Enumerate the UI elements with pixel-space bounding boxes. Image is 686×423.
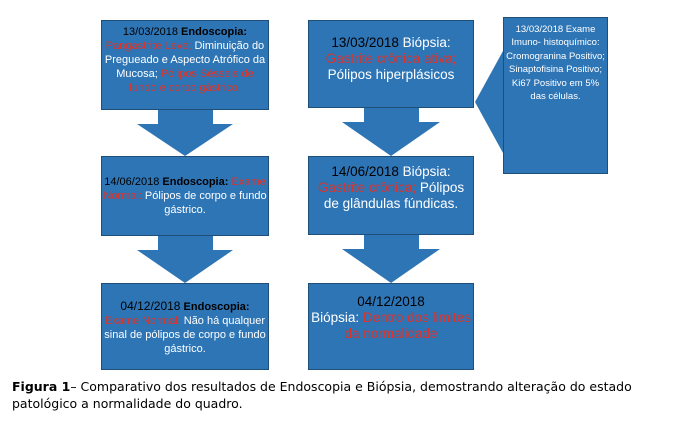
left-arrow-immuno	[475, 51, 503, 153]
immuno-line-5: Positivo;	[568, 50, 605, 62]
endoscopy-3-date: 04/12/2018	[120, 299, 181, 313]
down-arrow-endo-2	[137, 236, 233, 283]
biopsy-3-date: 04/12/2018	[357, 294, 425, 309]
biopsy-2-seg-1: Gastrite crônica;	[317, 180, 417, 195]
down-arrow-biopsy-2	[342, 235, 440, 283]
endoscopy-3-heading: Endoscopia:	[183, 301, 250, 313]
endoscopy-3-seg-1: Exame Normal:	[104, 315, 181, 327]
endoscopy-box-2: 14/06/2018 Endoscopia: Exame Normal: Pól…	[101, 156, 269, 236]
endoscopy-1-seg-3: Pólipos Sésseis de fundo e corpo gástric…	[129, 68, 254, 94]
biopsy-3-seg-1: Dentro dos limites da normalidade	[344, 310, 471, 341]
flow-diagram: 13/03/2018 Endoscopia: Pangastrite Leve;…	[101, 17, 608, 370]
endoscopy-1-seg-2: Diminuição do Pregueado e Aspecto Atrófi…	[104, 40, 266, 80]
biopsy-1-date: 13/03/2018	[331, 35, 399, 50]
immuno-note-box: 13/03/2018 Exame Imuno- histoquímico: Cr…	[503, 17, 608, 174]
caption-text: – Comparativo dos resultados de Endoscop…	[12, 379, 632, 411]
immuno-line-7: Positivo; Ki67	[511, 64, 602, 89]
biopsy-box-2: 14/06/2018 Biópsia: Gastrite crônica; Pó…	[308, 156, 474, 235]
biopsy-2-seg-2: Pólipos de glândulas fúndicas.	[323, 180, 465, 211]
immuno-line-8: Positivo em	[533, 77, 583, 89]
endoscopy-1-heading: Endoscopia:	[181, 26, 248, 38]
endoscopy-box-3: 04/12/2018 Endoscopia: Exame Normal: Não…	[101, 283, 269, 370]
endoscopy-box-1: 13/03/2018 Endoscopia: Pangastrite Leve;…	[101, 20, 269, 110]
figure-caption: Figura 1– Comparativo dos resultados de …	[12, 378, 676, 412]
immuno-line-2: Exame Imuno-	[511, 24, 596, 49]
biopsy-3-heading: Biópsia:	[311, 310, 360, 325]
biopsy-box-3: 04/12/2018 Biópsia: Dentro dos limites d…	[308, 283, 474, 370]
biopsy-1-heading: Biópsia:	[402, 35, 451, 50]
biopsy-1-seg-2: Pólipos hiperplásicos	[327, 67, 455, 82]
endoscopy-2-heading: Endoscopia:	[162, 176, 229, 188]
biopsy-2-heading: Biópsia:	[402, 164, 451, 179]
biopsy-1-seg-1: Gastrite crônica ativa;	[325, 51, 457, 66]
biopsy-box-1: 13/03/2018 Biópsia: Gastrite crônica ati…	[308, 20, 474, 108]
caption-label: Figura 1	[12, 379, 71, 394]
endoscopy-2-seg-1: Exame Normal:	[103, 176, 266, 202]
immuno-line-10: células.	[548, 91, 581, 103]
immuno-line-9: 5% das	[530, 77, 600, 103]
immuno-line-4: Cromogranina	[506, 50, 567, 62]
immuno-line-1: 13/03/2018	[515, 24, 564, 35]
immuno-line-3: histoquímico:	[543, 37, 600, 49]
biopsy-2-date: 14/06/2018	[331, 164, 399, 179]
arrows-layer	[137, 51, 503, 283]
down-arrow-endo-1	[137, 110, 233, 156]
immuno-line-6: Sinaptofisina	[509, 64, 564, 76]
endoscopy-1-seg-1: Pangastrite Leve;	[105, 40, 192, 52]
endoscopy-2-seg-2: Pólipos de corpo e fundo gástrico.	[141, 190, 267, 216]
endoscopy-1-date: 13/03/2018	[122, 26, 178, 38]
down-arrow-biopsy-1	[342, 108, 440, 156]
endoscopy-2-date: 14/06/2018	[104, 176, 160, 188]
endoscopy-3-seg-2: Não há qualquer sinal de pólipos de corp…	[104, 315, 266, 355]
